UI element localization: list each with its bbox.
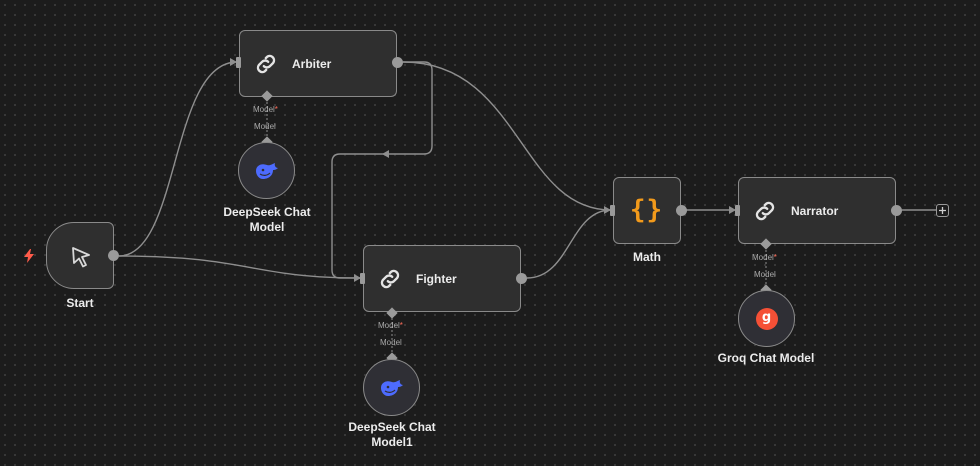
fighter-title: Fighter xyxy=(416,272,457,286)
arbiter-title: Arbiter xyxy=(292,57,332,71)
bolt-icon xyxy=(24,249,34,263)
edge-arbiter-math xyxy=(402,61,612,211)
narrator-input-port[interactable] xyxy=(735,205,740,216)
fighter-model-label: Model* xyxy=(378,321,403,330)
deepseek-chat-model1-label: DeepSeek Chat Model1 xyxy=(348,420,436,449)
arbiter-node[interactable]: Arbiter xyxy=(239,30,397,97)
deepseek-chat-model-label: DeepSeek Chat Model xyxy=(223,205,311,234)
arbiter-input-port[interactable] xyxy=(236,57,241,68)
narrator-node[interactable]: Narrator xyxy=(738,177,896,244)
deepseek1-model-label: Model xyxy=(254,122,276,131)
link-icon xyxy=(376,267,404,291)
fighter-node[interactable]: Fighter xyxy=(363,245,521,312)
arrow-math-in xyxy=(604,206,611,214)
narrator-model-label: Model* xyxy=(752,253,777,262)
whale-icon xyxy=(255,162,278,179)
math-node[interactable]: {} xyxy=(613,177,681,244)
fighter-output-port[interactable] xyxy=(516,273,527,284)
whale-icon xyxy=(380,379,403,396)
deepseek2-model-label: Model xyxy=(380,338,402,347)
plus-icon xyxy=(939,207,946,214)
arrow-fighter-in xyxy=(354,274,361,282)
edge-fighter-math xyxy=(526,209,612,279)
braces-icon: {} xyxy=(629,195,664,225)
groq-chat-model-node[interactable]: g xyxy=(738,290,795,347)
deepseek-chat-model1-node[interactable] xyxy=(363,359,420,416)
groq-chat-model-label: Groq Chat Model xyxy=(717,351,815,365)
edge-start-arbiter xyxy=(118,61,238,257)
add-node-button[interactable] xyxy=(936,204,949,217)
narrator-title: Narrator xyxy=(791,204,839,218)
narrator-output-port[interactable] xyxy=(891,205,902,216)
arrow-narrator-in xyxy=(729,206,736,214)
groq-icon: g xyxy=(755,307,778,330)
fighter-input-port[interactable] xyxy=(360,273,365,284)
arbiter-model-label: Model* xyxy=(253,105,278,114)
link-icon xyxy=(751,199,779,223)
link-icon xyxy=(252,52,280,76)
math-input-port[interactable] xyxy=(610,205,615,216)
math-label: Math xyxy=(633,250,661,264)
arbiter-output-port[interactable] xyxy=(392,57,403,68)
start-output-port[interactable] xyxy=(108,250,119,261)
deepseek-chat-model-node[interactable] xyxy=(238,142,295,199)
cursor-icon xyxy=(47,223,115,290)
arrow-loop-mid xyxy=(382,150,389,158)
groq-model-label: Model xyxy=(754,270,776,279)
start-node[interactable] xyxy=(46,222,114,289)
math-output-port[interactable] xyxy=(676,205,687,216)
arrow-arbiter-in xyxy=(230,58,237,66)
edge-start-fighter xyxy=(118,255,362,279)
start-label: Start xyxy=(66,296,94,310)
